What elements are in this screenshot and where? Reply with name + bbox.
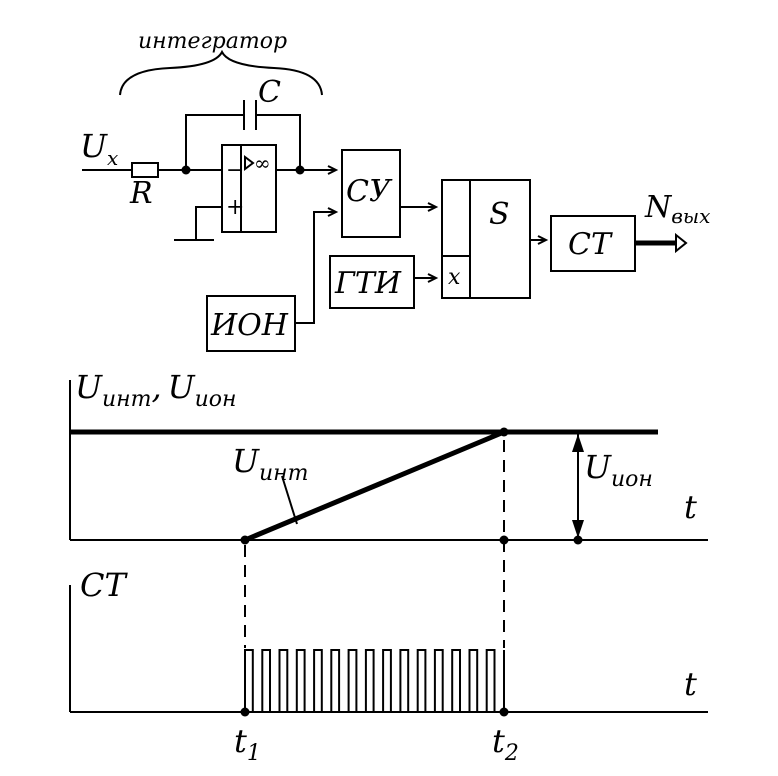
arrow-generator-to-gate <box>427 273 439 283</box>
ramp-label-leader <box>281 475 298 525</box>
t2-top-dot <box>499 427 509 437</box>
counter-label: СТ <box>568 227 613 262</box>
junction-output <box>295 165 305 175</box>
plot1-ylabel: Uинт,Uион <box>75 368 237 412</box>
opamp-minus: − <box>226 158 244 183</box>
t2-axis-dot <box>499 707 509 717</box>
pulse-generator-label: ГТИ <box>334 266 402 301</box>
arrow-to-counter <box>537 235 549 245</box>
pulse-generator-block <box>329 255 415 309</box>
noninverting-wire <box>195 206 222 240</box>
control-device-label: СУ <box>346 174 393 209</box>
time-axis-label-2: t <box>684 665 697 703</box>
dimension-arrow-up-icon <box>572 434 584 452</box>
integrator-label: интегратор <box>138 29 287 54</box>
feedback-wire-right <box>256 114 301 170</box>
ramp-label: Uинт <box>232 442 309 486</box>
arrow-to-su-bottom <box>327 207 339 217</box>
t1-label: t1 <box>234 722 261 766</box>
pulse-train <box>244 649 505 713</box>
opamp-plus: + <box>226 195 244 220</box>
resistor <box>131 162 159 178</box>
reference-wire <box>295 211 334 324</box>
plot2-ylabel: СТ <box>80 566 128 604</box>
t1-axis-dot <box>240 707 250 717</box>
arrow-to-su-top <box>327 165 339 175</box>
reference-source-label: ИОН <box>210 308 289 343</box>
resistor-label: R <box>129 176 153 211</box>
reference-label: Uион <box>584 448 653 492</box>
gate-block <box>441 179 531 299</box>
dimension-arrow-down-icon <box>572 520 584 538</box>
arrow-to-gate <box>427 202 439 212</box>
time-axis-label-1: t <box>684 488 697 526</box>
ramp-line <box>244 429 505 543</box>
opamp-triangle-icon <box>244 155 255 171</box>
capacitor-label: C <box>258 75 281 110</box>
feedback-wire-left <box>185 114 244 170</box>
t1-start-dot <box>240 535 250 545</box>
input-voltage-label: Ux <box>80 127 118 170</box>
gate-s-label: S <box>489 197 510 232</box>
ref-bottom-dot <box>573 535 583 545</box>
control-device-block <box>341 149 401 238</box>
gate-x-label: x <box>448 265 461 290</box>
opamp-infinity: ∞ <box>254 151 271 175</box>
integrator-brace <box>119 49 323 96</box>
output-label: Nвых <box>644 190 710 228</box>
t2-label: t2 <box>492 722 519 766</box>
output-arrow-icon <box>675 232 688 254</box>
